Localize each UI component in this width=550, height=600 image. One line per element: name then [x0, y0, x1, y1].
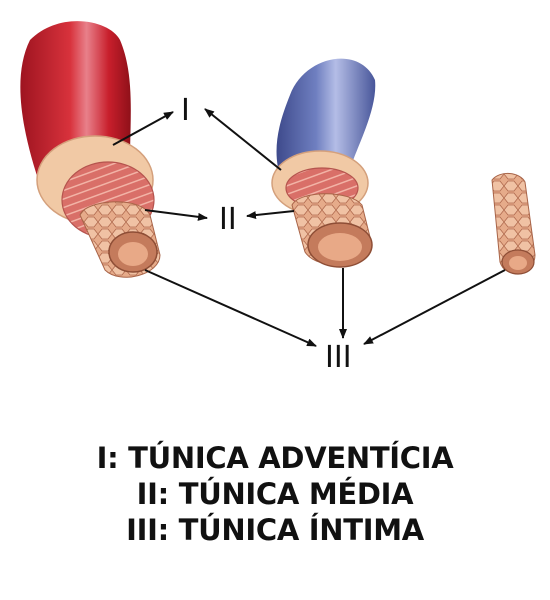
artery-lumen-inner: [118, 242, 148, 266]
vein: [271, 58, 376, 268]
arrow-artery-to-ii: [144, 209, 208, 221]
arrows: [112, 108, 506, 347]
legend: I: TÚNICA ADVENTÍCIA II: TÚNICA MÉDIA II…: [0, 440, 550, 548]
legend-tunica-adventicia: I: TÚNICA ADVENTÍCIA: [96, 441, 454, 475]
legend-tunica-intima: III: TÚNICA ÍNTIMA: [126, 513, 424, 547]
vein-outer-wall: [276, 58, 376, 183]
arrow-vein-to-i: [204, 108, 282, 171]
vein-lumen-inner: [318, 233, 362, 261]
label-iii: III: [325, 340, 352, 375]
arrow-artery-to-iii: [144, 269, 317, 347]
label-ii: II: [219, 202, 237, 237]
label-i: I: [181, 93, 190, 128]
arrow-capillary-to-iii: [363, 269, 506, 345]
artery: [20, 21, 161, 278]
arrow-vein-to-ii: [246, 210, 295, 220]
capillary: [491, 173, 536, 275]
blood-vessel-diagram: I II III: [20, 21, 536, 375]
arrow-artery-to-i: [112, 111, 174, 146]
legend-tunica-media: II: TÚNICA MÉDIA: [136, 477, 414, 511]
